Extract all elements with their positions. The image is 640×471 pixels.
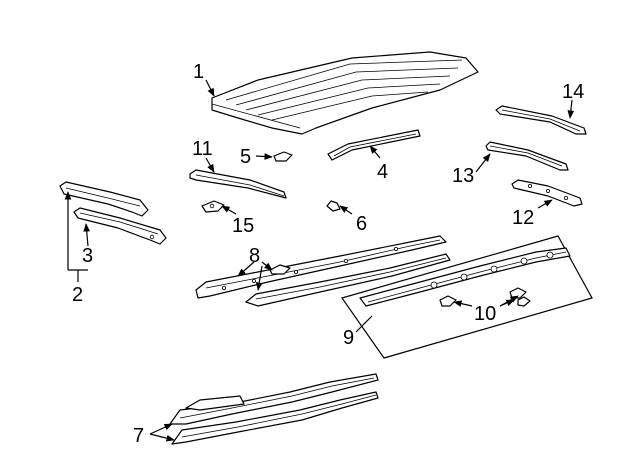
rear-header-14	[495, 105, 587, 135]
callout-8: 8	[249, 245, 260, 267]
callout-3: 3	[82, 245, 93, 267]
small-bracket-5	[273, 151, 293, 162]
callout-1: 1	[193, 61, 204, 83]
small-clip-8	[269, 264, 291, 275]
side-rail-8-lower	[245, 253, 451, 307]
callout-13: 13	[452, 165, 474, 187]
callout-10: 10	[474, 303, 496, 325]
callout-14: 14	[562, 81, 584, 103]
callouts: 1 5 4 11 15 6 3 2 8 9 10 12 13 14 7	[72, 61, 584, 447]
callout-7: 7	[133, 425, 144, 447]
lower-rail-7-lower	[171, 391, 379, 445]
callout-12: 12	[512, 207, 534, 229]
roof-panel	[211, 51, 479, 135]
callout-11: 11	[192, 138, 213, 160]
callout-15: 15	[232, 215, 254, 237]
bracket-15	[201, 200, 225, 213]
front-header-lower	[73, 207, 167, 245]
roof-rail-11	[189, 169, 287, 199]
front-header-upper	[59, 181, 149, 217]
callout-4: 4	[377, 161, 388, 183]
leader-lines	[64, 79, 575, 442]
clips-10	[439, 287, 531, 307]
rear-bracket-12	[511, 179, 583, 207]
callout-2: 2	[72, 284, 83, 306]
callout-9: 9	[343, 327, 354, 349]
inset-panel-9	[341, 235, 593, 359]
callout-5: 5	[240, 146, 251, 168]
lower-rail-7-upper	[169, 373, 379, 425]
rear-header-13	[485, 141, 569, 171]
roof-bow-4	[327, 129, 421, 161]
callout-6: 6	[356, 213, 367, 235]
bracket-6	[326, 200, 341, 212]
